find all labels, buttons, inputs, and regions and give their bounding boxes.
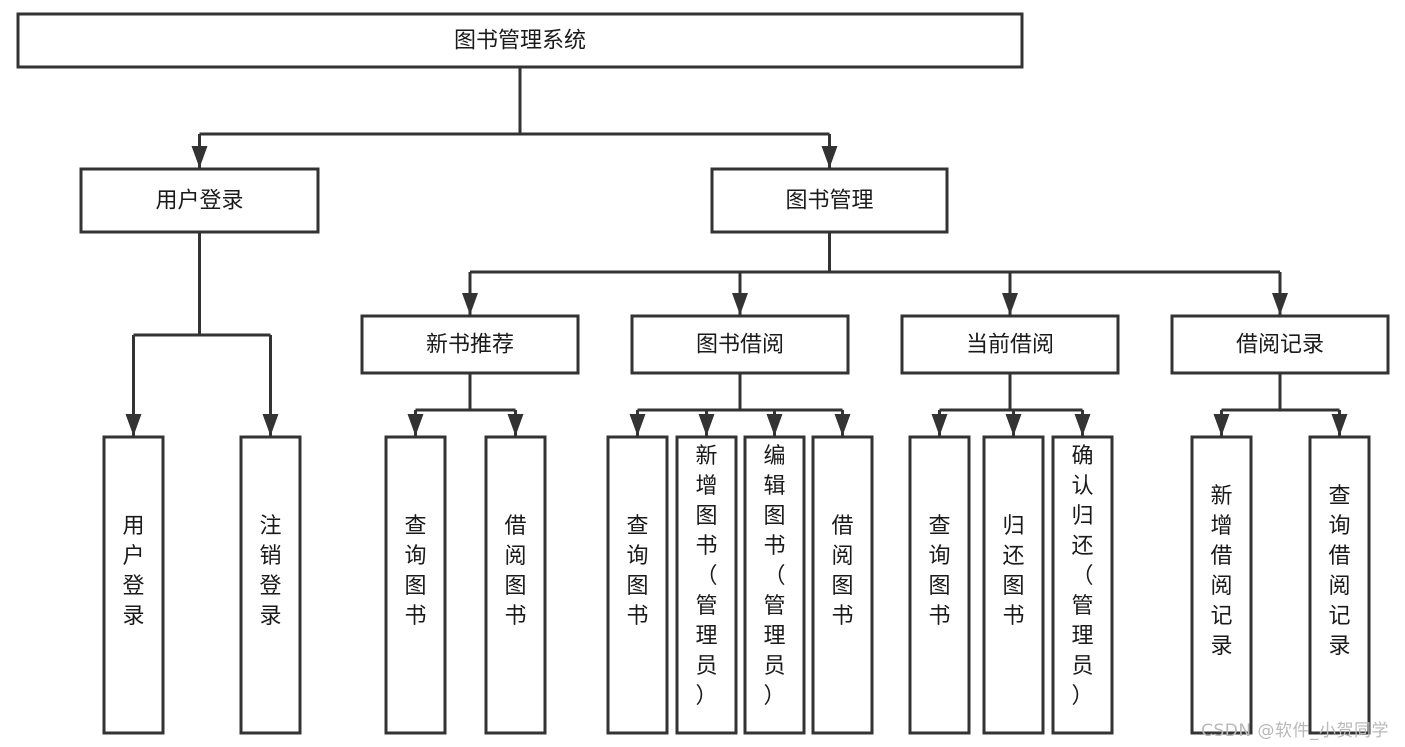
arrowhead-icon xyxy=(1005,414,1022,436)
node-leaf-add-book-admin[interactable]: 新增图书（管理员） xyxy=(675,435,738,735)
node-box[interactable] xyxy=(1308,435,1371,735)
arrowhead-icon xyxy=(262,414,279,436)
arrowhead-icon xyxy=(766,414,783,436)
node-label: 查询图书 xyxy=(404,514,426,629)
arrowhead-icon xyxy=(1272,293,1288,315)
node-box[interactable] xyxy=(675,435,738,735)
node-box[interactable] xyxy=(484,435,547,735)
node-box[interactable] xyxy=(811,435,874,735)
node-label: 当前借阅 xyxy=(966,333,1054,358)
node-label: 图书管理系统 xyxy=(454,29,586,54)
node-label: 借阅记录 xyxy=(1236,333,1324,358)
node-label: 借阅图书 xyxy=(504,514,526,629)
node-leaf-borrow-book-rec[interactable]: 借阅图书 xyxy=(484,435,547,735)
arrowhead-icon xyxy=(732,293,748,315)
node-new-book-recommend[interactable]: 新书推荐 xyxy=(360,314,580,375)
node-leaf-query-book-current[interactable]: 查询图书 xyxy=(908,435,971,735)
node-book-management[interactable]: 图书管理 xyxy=(710,167,949,234)
node-leaf-add-borrow-record[interactable]: 新增借阅记录 xyxy=(1190,435,1253,735)
node-label: 确认归还（管理员） xyxy=(1071,444,1093,709)
node-box[interactable] xyxy=(102,435,165,735)
node-leaf-return-book[interactable]: 归还图书 xyxy=(982,435,1045,735)
node-box[interactable] xyxy=(1051,435,1114,735)
node-box[interactable] xyxy=(982,435,1045,735)
node-borrow-record[interactable]: 借阅记录 xyxy=(1170,314,1390,375)
arrowhead-icon xyxy=(462,293,478,315)
node-leaf-query-borrow-record[interactable]: 查询借阅记录 xyxy=(1308,435,1371,735)
node-box[interactable] xyxy=(384,435,447,735)
node-root-图书管理系统[interactable]: 图书管理系统 xyxy=(16,12,1024,69)
node-leaf-query-book-borrow[interactable]: 查询图书 xyxy=(606,435,669,735)
node-leaf-user-logout[interactable]: 注销登录 xyxy=(239,435,302,735)
arrowhead-icon xyxy=(1002,293,1018,315)
node-box[interactable] xyxy=(16,12,1024,69)
node-box[interactable] xyxy=(710,167,949,234)
node-box[interactable] xyxy=(239,435,302,735)
node-box[interactable] xyxy=(79,167,320,234)
arrowhead-icon xyxy=(1074,414,1091,436)
arrowhead-icon xyxy=(834,414,851,436)
node-book-borrow[interactable]: 图书借阅 xyxy=(630,314,850,375)
connector-layer xyxy=(125,67,1348,436)
node-box[interactable] xyxy=(606,435,669,735)
node-box[interactable] xyxy=(1190,435,1253,735)
arrowhead-icon xyxy=(821,146,838,168)
arrowhead-icon xyxy=(1331,414,1348,436)
arrowhead-icon xyxy=(191,146,208,168)
node-box[interactable] xyxy=(743,435,806,735)
node-leaf-query-book-rec[interactable]: 查询图书 xyxy=(384,435,447,735)
arrowhead-icon xyxy=(1213,414,1230,436)
node-leaf-borrow-book[interactable]: 借阅图书 xyxy=(811,435,874,735)
arrowhead-icon xyxy=(698,414,715,436)
node-box[interactable] xyxy=(908,435,971,735)
arrowhead-icon xyxy=(507,414,524,436)
node-label: 归还图书 xyxy=(1002,514,1024,629)
arrowhead-icon xyxy=(931,414,948,436)
node-label: 新增图书（管理员） xyxy=(695,444,717,709)
node-box[interactable] xyxy=(900,314,1120,375)
node-label: 注销登录 xyxy=(259,514,281,629)
node-label: 新增借阅记录 xyxy=(1210,484,1232,659)
node-box[interactable] xyxy=(630,314,850,375)
node-label: 图书管理 xyxy=(785,189,873,214)
arrowhead-icon xyxy=(629,414,646,436)
node-layer: 图书管理系统用户登录图书管理新书推荐图书借阅当前借阅借阅记录用户登录注销登录查询… xyxy=(16,12,1390,735)
arrowhead-icon xyxy=(125,414,142,436)
node-label: 用户登录 xyxy=(155,189,243,214)
node-user-login[interactable]: 用户登录 xyxy=(79,167,320,234)
node-current-borrow[interactable]: 当前借阅 xyxy=(900,314,1120,375)
node-label: 新书推荐 xyxy=(426,333,514,358)
node-box[interactable] xyxy=(1170,314,1390,375)
arrowhead-icon xyxy=(407,414,424,436)
node-label: 查询图书 xyxy=(928,514,950,629)
node-label: 查询借阅记录 xyxy=(1328,484,1350,659)
node-leaf-edit-book-admin[interactable]: 编辑图书（管理员） xyxy=(743,435,806,735)
node-label: 图书借阅 xyxy=(696,333,784,358)
node-label: 编辑图书（管理员） xyxy=(763,444,785,709)
node-leaf-user-login[interactable]: 用户登录 xyxy=(102,435,165,735)
node-box[interactable] xyxy=(360,314,580,375)
node-label: 查询图书 xyxy=(626,514,648,629)
node-label: 用户登录 xyxy=(122,514,144,629)
node-label: 借阅图书 xyxy=(831,514,853,629)
node-leaf-confirm-return-admin[interactable]: 确认归还（管理员） xyxy=(1051,435,1114,735)
